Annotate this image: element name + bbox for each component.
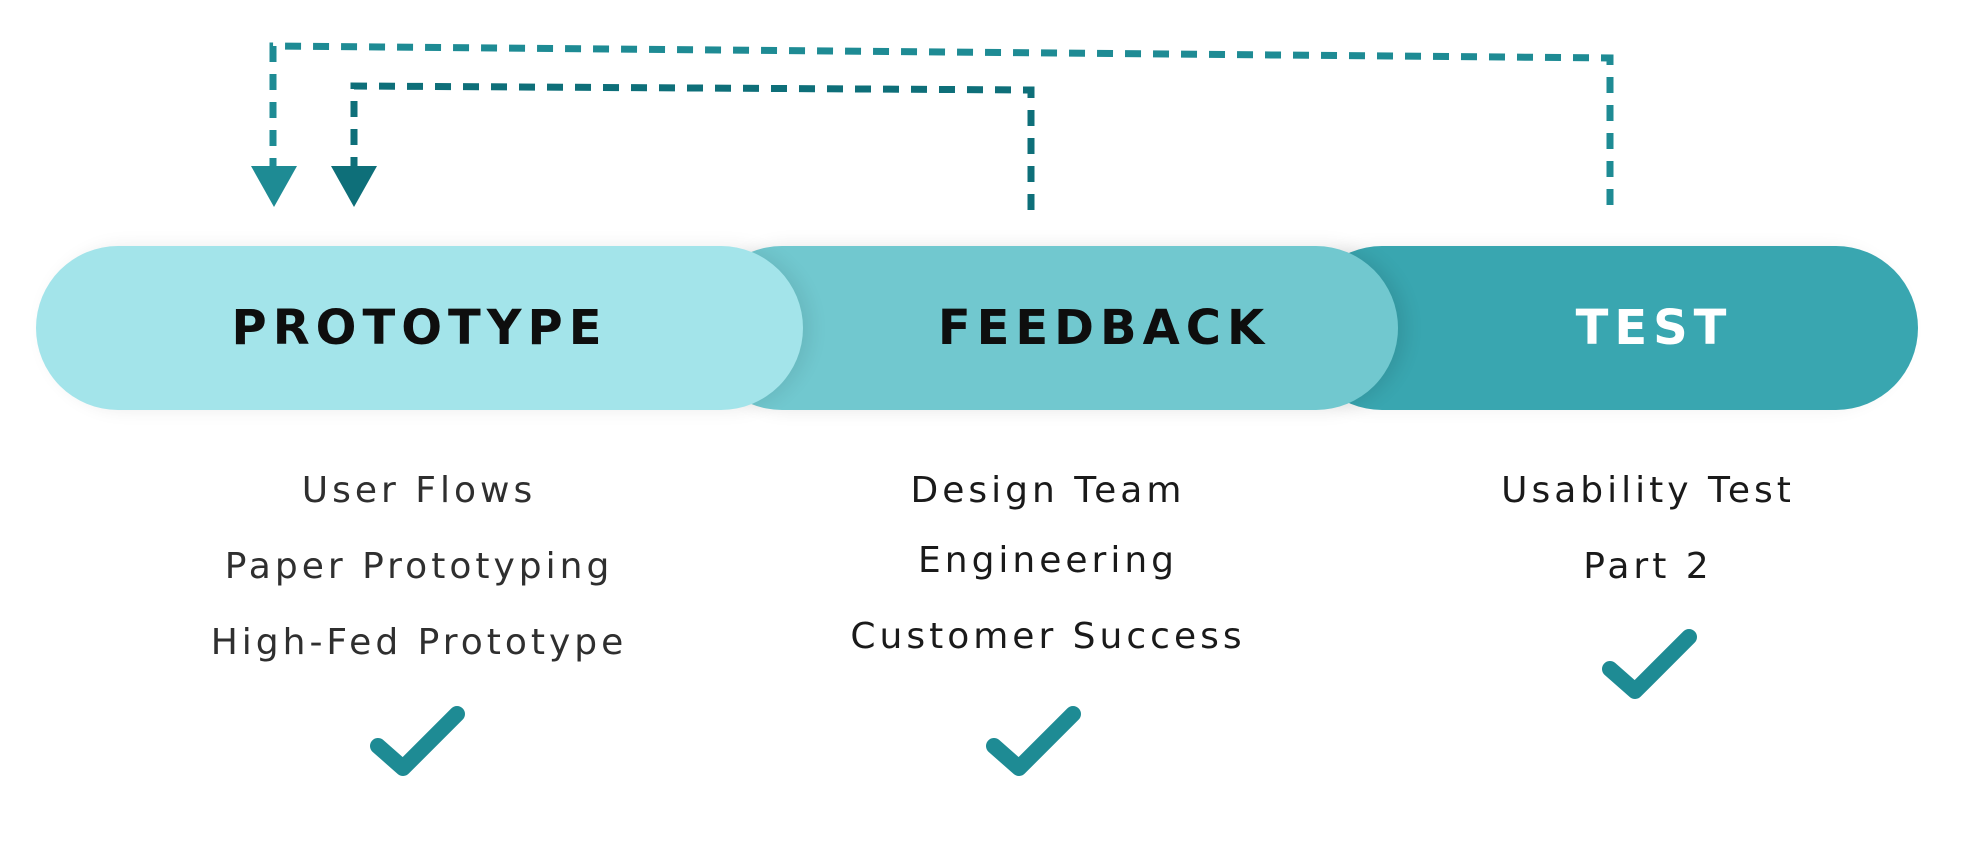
test-column: Usability Test Part 2 <box>1388 470 1908 630</box>
list-item: User Flows <box>301 470 537 511</box>
feedback-column: Design Team Engineering Customer Success <box>788 470 1308 790</box>
list-item: Customer Success <box>850 616 1246 657</box>
list-item: Usability Test <box>1501 470 1795 511</box>
phase-label-prototype: PROTOTYPE <box>231 300 608 356</box>
phase-test: TEST <box>1300 246 1918 410</box>
phase-label-feedback: FEEDBACK <box>937 300 1271 356</box>
arrow-down-icon <box>251 166 297 207</box>
check-icon <box>986 706 1081 776</box>
list-item: Paper Prototyping <box>224 546 614 587</box>
arrow-down-icon <box>331 166 377 207</box>
phase-prototype: PROTOTYPE <box>36 246 803 410</box>
phase-feedback: FEEDBACK <box>700 246 1398 410</box>
list-item: High-Fed Prototype <box>210 622 628 663</box>
feedback-to-prototype-connector <box>350 82 1035 210</box>
check-icon <box>370 706 465 776</box>
list-item: Design Team <box>910 470 1186 511</box>
list-item: Part 2 <box>1583 546 1713 587</box>
phase-label-test: TEST <box>1575 300 1733 356</box>
list-item: Engineering <box>918 540 1178 581</box>
prototype-column: User Flows Paper Prototyping High-Fed Pr… <box>159 470 679 790</box>
check-icon <box>1602 629 1697 699</box>
test-to-prototype-connector <box>269 42 1614 205</box>
